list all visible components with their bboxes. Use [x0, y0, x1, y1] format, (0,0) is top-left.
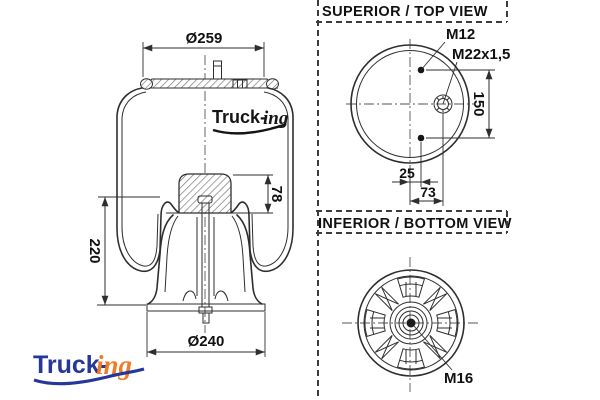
- dim-label-top-diameter: Ø259: [186, 30, 223, 47]
- bellows: [116, 87, 294, 273]
- air-fitting-side: [232, 79, 248, 89]
- m16-label: M16: [444, 370, 473, 387]
- top-plate: [140, 78, 279, 90]
- top-view: M12 M22x1,5 150 25 73: [346, 26, 510, 206]
- bead-left: [140, 78, 153, 90]
- dim-height: 220: [86, 196, 160, 306]
- dim-label-fitting-offset: 73: [420, 184, 436, 200]
- plate-outer-circle: [350, 44, 470, 164]
- bottom-view-title: INFERIOR / BOTTOM VIEW: [318, 216, 512, 232]
- piston-rib: [423, 286, 448, 311]
- watermark-truck-text: Truck-: [212, 107, 266, 127]
- m16-nut: [406, 318, 416, 328]
- bottom-view-section: INFERIOR / BOTTOM VIEW: [316, 210, 512, 392]
- m12-label: M12: [446, 26, 475, 43]
- piston-outer-circle: [357, 269, 465, 377]
- watermark-swoosh: [212, 122, 287, 135]
- brand-logo-swoosh: [33, 367, 145, 386]
- bottom-view: M16: [342, 257, 479, 392]
- dim-label-stud-offset: 25: [399, 165, 415, 181]
- m22-leader: [442, 61, 458, 105]
- top-view-title: SUPERIOR / TOP VIEW: [322, 4, 488, 20]
- dim-label-stud-spacing: 150: [470, 91, 487, 116]
- top-view-section: SUPERIOR / TOP VIEW M12: [316, 1, 510, 206]
- piston: [146, 195, 266, 324]
- watermark-logo: Truck- ing: [212, 107, 288, 135]
- brand-logo-truck-text: Truck-: [33, 351, 108, 379]
- piston-inner-circle: [363, 275, 459, 371]
- dim-label-height: 220: [86, 238, 103, 263]
- dim-bottom-diameter: Ø240: [146, 312, 266, 357]
- dim-label-bottom-diameter: Ø240: [188, 333, 225, 350]
- dim-bumper-height: 78: [233, 174, 285, 214]
- piston-bumper: [166, 173, 244, 214]
- piston-pad: [396, 276, 426, 298]
- dim-stud-spacing: 150: [426, 69, 495, 139]
- brand-logo: Truck- ing: [33, 350, 145, 386]
- top-stud: [213, 60, 222, 80]
- dim-label-bumper-height: 78: [268, 186, 285, 203]
- m12-stud-bottom: [417, 134, 425, 142]
- dim-offsets: 25 73: [392, 113, 444, 206]
- plate-inner-circle: [356, 50, 464, 158]
- piston-hub: [389, 301, 433, 345]
- m22-air-fitting: [433, 94, 453, 114]
- m16-leader: [413, 325, 453, 371]
- watermark-ing-text: ing: [263, 108, 288, 129]
- m22-label: M22x1,5: [452, 46, 510, 63]
- piston-base-plate: [146, 303, 266, 312]
- side-view: Ø259: [86, 30, 294, 357]
- m12-leader: [420, 41, 446, 71]
- dim-top-diameter: Ø259: [142, 30, 265, 77]
- center-rod: [197, 195, 213, 324]
